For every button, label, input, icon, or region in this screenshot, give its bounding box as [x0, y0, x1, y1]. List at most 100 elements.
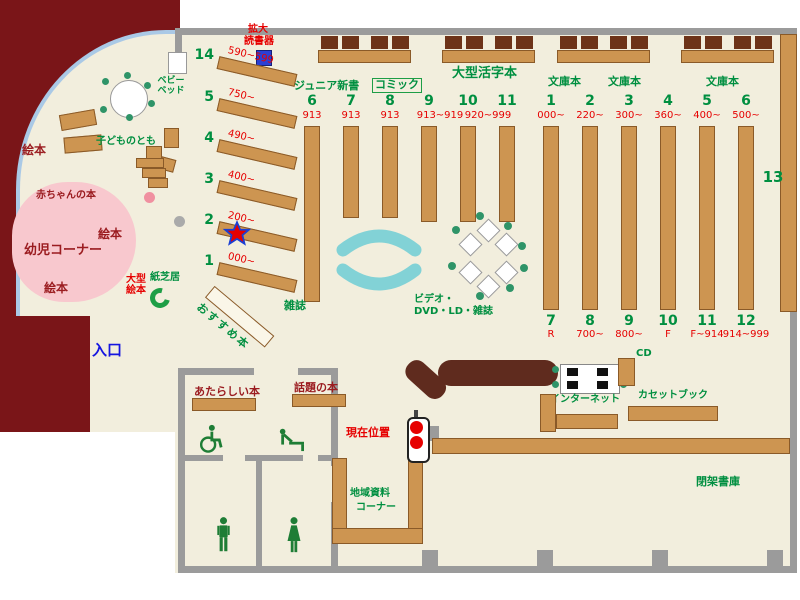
topic-books-label: 話題の本 [294, 381, 338, 394]
seat-dot [126, 114, 133, 121]
seat-dot [124, 72, 131, 79]
column-range: F~914 [690, 329, 724, 340]
seat-dot [148, 100, 155, 107]
seat-dot [552, 366, 559, 373]
display-shelf [192, 398, 256, 411]
large-picture-books-label: 大型 [126, 274, 146, 285]
chair [610, 36, 627, 49]
seat-dot [100, 106, 107, 113]
baby-bed-label: ベビー [157, 76, 185, 86]
seat-dot [102, 78, 109, 85]
reading-table [318, 50, 411, 63]
chair [734, 36, 751, 49]
local-materials-label: コーナー [356, 502, 396, 513]
bookshelf [332, 528, 423, 544]
magnifier-label: 読書器 [244, 36, 274, 47]
shelf-number: 3 [204, 171, 214, 187]
column-range: 400~ [693, 110, 721, 121]
magazines-label: 雑誌 [284, 299, 306, 312]
video-corner-label: DVD・LD・雑誌 [414, 306, 494, 317]
bookshelf [382, 126, 398, 218]
pillar [537, 550, 553, 566]
bookshelf [621, 126, 637, 310]
pillar [422, 550, 438, 566]
column-number: 7 [546, 313, 556, 329]
womens-toilet-icon [287, 517, 301, 553]
picture-books-label: 絵本 [22, 143, 47, 157]
bookshelf [699, 126, 715, 310]
video-corner-label: ビデオ・ [414, 294, 454, 305]
reading-table [442, 50, 535, 63]
column-number: 5 [702, 93, 712, 109]
bookshelf [738, 126, 754, 310]
chair [705, 36, 722, 49]
seat-dot [448, 262, 456, 270]
chair [516, 36, 533, 49]
cd-label: CD [636, 348, 652, 359]
column-number: 9 [624, 313, 634, 329]
bookshelf [304, 126, 320, 302]
cassette-books-label: カセットブック [638, 390, 708, 401]
column-range: 500~ [732, 110, 760, 121]
closed-stacks-label: 閉架書庫 [696, 475, 740, 488]
column-number: 10 [458, 93, 478, 109]
column-range: 220~ [576, 110, 604, 121]
kids-steps [148, 178, 168, 188]
baby-bed-label: ベッド [157, 86, 185, 96]
chair [371, 36, 388, 49]
section-label-bunko: 文庫本 [706, 75, 739, 88]
column-number: 11 [697, 313, 717, 329]
sofa-arcs [336, 229, 422, 291]
column-range: 920~999 [464, 110, 512, 121]
chair [321, 36, 338, 49]
new-books-label: あたらしい本 [194, 385, 260, 398]
marker-dot [410, 421, 423, 434]
local-materials-label: 地域資料 [350, 488, 390, 499]
column-range: 800~ [615, 329, 643, 340]
wall [318, 455, 334, 461]
column-range: 700~ [576, 329, 604, 340]
chair [581, 36, 598, 49]
wall [175, 28, 182, 74]
shelf-number: 1 [204, 253, 214, 269]
column-number: 9 [424, 93, 434, 109]
picture-books-label: 絵本 [44, 281, 69, 295]
wall [178, 368, 185, 573]
seat-dot [476, 292, 484, 300]
column-range: 913 [380, 110, 400, 121]
bookshelf [460, 126, 476, 222]
chair [495, 36, 512, 49]
seat-dot [504, 222, 512, 230]
bookshelf [660, 126, 676, 310]
section-label-bunko: 文庫本 [548, 75, 581, 88]
bookshelf-long [432, 438, 790, 454]
baby-bed [168, 52, 187, 74]
bookshelf [343, 126, 359, 218]
large-picture-books-label: 絵本 [126, 285, 146, 296]
wheelchair-icon [199, 424, 223, 453]
column-range: 300~ [615, 110, 643, 121]
chair [466, 36, 483, 49]
seat-dot [520, 264, 528, 272]
bookshelf [582, 126, 598, 310]
chair [342, 36, 359, 49]
toddler-corner-label: 幼児コーナー [24, 243, 103, 258]
reading-table [557, 50, 650, 63]
column-range: 914~999 [722, 329, 770, 340]
column-range: 360~ [654, 110, 682, 121]
column-number: 2 [585, 93, 595, 109]
gray-seat-dot [174, 216, 185, 227]
internet-label: インターネット [550, 394, 620, 405]
column-number: 3 [624, 93, 634, 109]
mens-toilet-icon [217, 517, 230, 552]
column-number: 1 [546, 93, 556, 109]
wall [178, 368, 254, 375]
baby-changing-icon [279, 428, 304, 452]
bookshelf [499, 126, 515, 222]
column-number: 8 [385, 93, 395, 109]
wall [790, 310, 797, 571]
column-number: 8 [585, 313, 595, 329]
exterior-wall-block [0, 314, 90, 432]
marker-dot [410, 436, 423, 449]
cd-shelf [618, 358, 635, 386]
